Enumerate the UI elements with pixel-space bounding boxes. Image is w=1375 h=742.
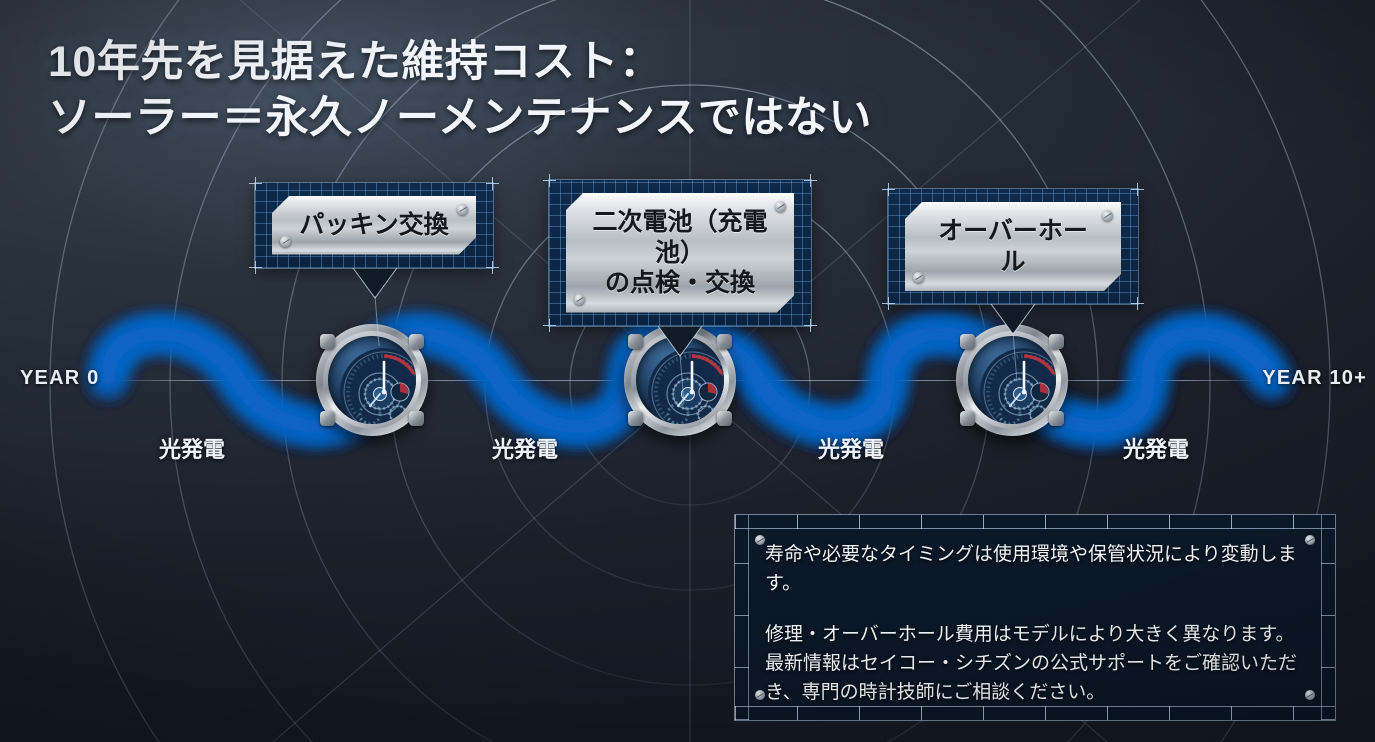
callout-pointer-overhaul [990,304,1036,383]
segment-label-1: 光発電 [158,437,226,462]
screw-icon [755,535,765,545]
callout-pointer-gasket [352,267,398,346]
disclaimer-box: 寿命や必要なタイミングは使用環境や保管状況により変動します。 修理・オーバーホー… [735,515,1335,720]
crosshair-icon [1131,183,1144,196]
crosshair-icon [543,174,556,187]
callout-pointer-battery [657,325,703,404]
callout-label-battery: 二次電池（充電池） の点検・交換 [592,208,768,297]
callout-label-gasket: パッキン交換 [299,211,449,239]
crosshair-icon [804,174,817,187]
callout-gasket[interactable]: パッキン交換 [249,177,499,346]
watch-lug-icon [409,411,424,426]
segment-label-4: 光発電 [1122,437,1190,462]
page-title: 10年先を見据えた維持コスト： ソーラー＝永久ノーメンテナンスではない [48,38,872,142]
note-tick-rail-top [735,515,1335,529]
crosshair-icon [486,177,499,190]
timeline-start-label: YEAR 0 [20,367,100,389]
crosshair-icon [882,183,895,196]
watch-lug-icon [960,411,975,426]
callout-plate-gasket: パッキン交換 [272,196,476,255]
screw-icon [1102,210,1113,221]
callout-panel-gasket: パッキン交換 [249,177,499,274]
screw-icon [574,294,585,305]
note-tick-rail-left [735,515,749,720]
screw-icon [457,204,468,215]
disclaimer-paragraph-1: 寿命や必要なタイミングは使用環境や保管状況により変動します。 [765,544,1297,594]
callout-plate-overhaul: オーバーホール [905,202,1121,291]
note-tick-rail-bottom [735,706,1335,720]
note-tick-rail-right [1321,515,1335,720]
screw-icon [755,690,765,700]
callout-overhaul[interactable]: オーバーホール [882,183,1144,383]
disclaimer-text: 寿命や必要なタイミングは使用環境や保管状況により変動します。 修理・オーバーホー… [765,541,1309,707]
disclaimer-paragraph-2: 修理・オーバーホール費用はモデルにより大きく異なります。最新情報はセイコー・シチ… [765,623,1298,703]
screw-icon [280,236,291,247]
watch-lug-icon [1049,411,1064,426]
crosshair-icon [249,177,262,190]
screw-icon [775,201,786,212]
callout-battery[interactable]: 二次電池（充電池） の点検・交換 [543,174,817,404]
watch-lug-icon [320,411,335,426]
segment-label-2: 光発電 [491,437,559,462]
callout-panel-overhaul: オーバーホール [882,183,1144,310]
segment-label-3: 光発電 [817,437,885,462]
callout-label-overhaul: オーバーホール [938,217,1088,276]
screw-icon [913,272,924,283]
callout-panel-battery: 二次電池（充電池） の点検・交換 [543,174,817,332]
timeline-end-label: YEAR 10+ [1262,367,1367,389]
callout-plate-battery: 二次電池（充電池） の点検・交換 [566,193,794,313]
